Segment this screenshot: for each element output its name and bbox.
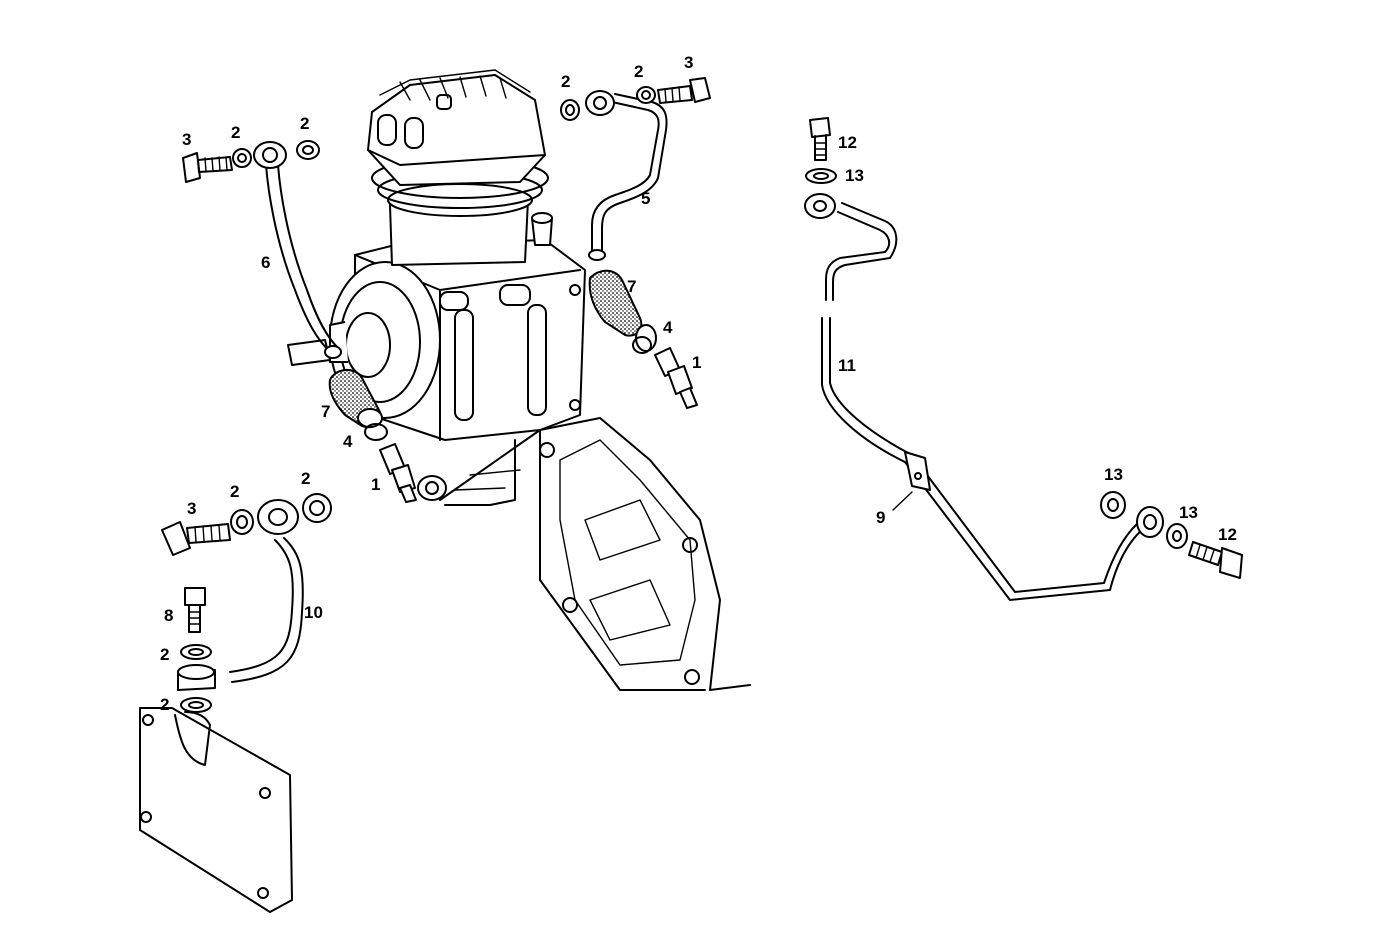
callout-13-right-b: 13 (1179, 503, 1198, 522)
callout-3-lower: 3 (187, 499, 196, 518)
callout-13-right-a: 13 (1104, 465, 1123, 484)
washer-2-lower-c (180, 644, 212, 660)
oil-pipe-6 (253, 141, 342, 359)
callout-5: 5 (641, 189, 650, 208)
clip-9 (904, 451, 931, 491)
washer-2-lower-b (302, 493, 332, 523)
washer-2-lower-a (230, 509, 254, 535)
bolt-8 (184, 587, 206, 633)
washer-2-top-a (560, 99, 580, 121)
callout-4-left: 4 (343, 432, 353, 451)
callout-3-top-left: 3 (182, 130, 191, 149)
callout-11: 11 (838, 356, 856, 375)
callout-2-top-a: 2 (561, 72, 570, 91)
banjo-fitting-right (1136, 506, 1164, 538)
callout-1-left: 1 (371, 475, 380, 494)
callout-12-right: 12 (1218, 525, 1237, 544)
engine-bracket (439, 417, 751, 691)
hose-clamp-4-left (357, 408, 388, 441)
callout-7-right: 7 (627, 277, 636, 296)
washer-2-top-left-b (296, 140, 320, 160)
callout-2-top-left-a: 2 (231, 123, 240, 142)
fitting-1-left (379, 443, 417, 503)
oil-pipe-11 (804, 193, 1143, 601)
washer-13-right-b (1166, 523, 1188, 549)
callout-8: 8 (164, 606, 173, 625)
callout-4-right: 4 (663, 318, 673, 337)
callout-2-lower-b: 2 (301, 469, 310, 488)
oil-pipe-5 (585, 90, 668, 261)
oil-pipe-10 (229, 499, 304, 683)
bracket-eye (417, 475, 447, 501)
callout-2-top-b: 2 (634, 62, 643, 81)
callout-1-right: 1 (692, 353, 701, 372)
washer-13-top (805, 168, 837, 184)
callout-12-top: 12 (838, 133, 857, 152)
leader-9 (892, 491, 913, 511)
callout-7-left: 7 (321, 402, 330, 421)
washer-2-top-b (636, 86, 656, 104)
banjo-bolt-3-lower (161, 521, 231, 556)
sump-cover (139, 707, 293, 913)
bolt-12-top (809, 117, 831, 161)
banjo-fitting-lower (177, 664, 216, 691)
hose-clamp-4-right (632, 324, 657, 354)
callout-2-lower-c: 2 (160, 645, 169, 664)
callout-2-lower-d: 2 (160, 695, 169, 714)
washer-2-lower-d (180, 697, 212, 713)
callout-3-top: 3 (684, 53, 693, 72)
banjo-bolt-3-top (657, 77, 711, 104)
washer-2-top-left-a (232, 148, 252, 168)
washer-13-right-a (1100, 491, 1126, 519)
callout-6: 6 (261, 253, 270, 272)
callout-2-lower-a: 2 (230, 482, 239, 501)
callout-9: 9 (876, 508, 885, 527)
air-compressor (287, 69, 586, 441)
callout-2-top-left-b: 2 (300, 114, 309, 133)
banjo-bolt-3-top-left (182, 152, 233, 183)
callout-13-top: 13 (845, 166, 864, 185)
fitting-1-right (654, 347, 698, 409)
bolt-12-right (1188, 541, 1243, 579)
callout-10: 10 (304, 603, 323, 622)
